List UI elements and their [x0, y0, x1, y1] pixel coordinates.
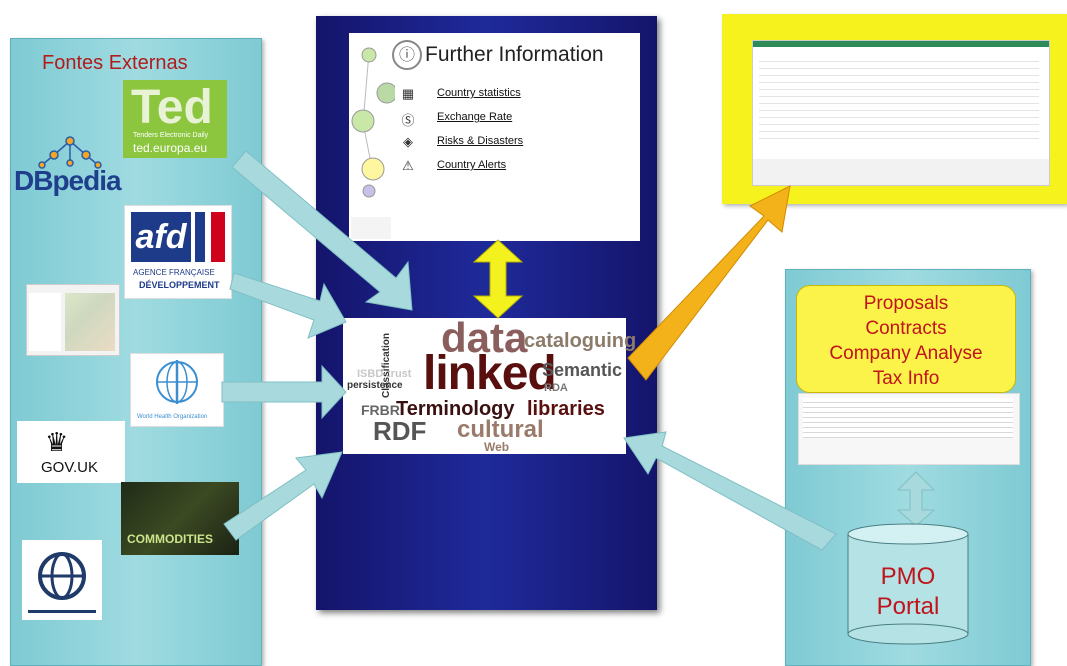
world-bank-logo [22, 540, 102, 620]
country-alerts-link[interactable]: Country Alerts [437, 159, 507, 171]
afd-logo: afd AGENCE FRANÇAISE DÉVELOPPEMENT [124, 205, 232, 299]
pmo-line: PMO [880, 563, 936, 590]
ted-logo-url: ted.europa.eu [133, 141, 208, 155]
country-statistics-icon: ▦ [401, 86, 415, 101]
word-persistence: persistence [347, 380, 403, 391]
proposals-line: Proposals [863, 293, 949, 314]
portal-footer [753, 159, 1049, 185]
contracts-line: Contracts [865, 318, 947, 339]
proposals-box: Proposals Contracts Company Analyse Tax … [796, 285, 1016, 393]
commodities-image: COMMODITIES [121, 482, 239, 555]
output-arrow [627, 185, 791, 381]
word-rda: RDA [544, 382, 568, 394]
ted-arrow [231, 150, 413, 311]
ted-logo-subtitle: Tenders Electronic Daily [133, 132, 209, 139]
proposals-table-screenshot [798, 393, 1020, 465]
word-frbr: FRBR [361, 402, 400, 418]
word-trust: trust [387, 368, 412, 380]
further-information-box [349, 33, 640, 241]
dbpedia-logo-text: DBpedia [14, 165, 122, 196]
map-thumbnail-sidebar [29, 293, 61, 351]
word-web: Web [484, 440, 510, 454]
panel-title: Fontes Externas [42, 52, 188, 74]
pmo-arrow [623, 431, 837, 551]
gov-uk-logo: ♛ GOV.UK [17, 421, 125, 483]
portal-header-bar [753, 41, 1049, 47]
crown-icon: ♛ [45, 427, 69, 457]
word-data: data [441, 314, 528, 361]
table-rows [803, 398, 1013, 438]
afd-logo-flag [195, 212, 209, 262]
afd-logo-mark: afd [131, 212, 191, 262]
afd-logo-name-line1: AGENCE FRANÇAISE [133, 268, 215, 277]
map-thumbnail-map [65, 293, 115, 351]
double-arrow-vertical [472, 239, 524, 319]
who-arrow [221, 364, 347, 420]
who-logo-text: World Health Organization [137, 414, 208, 420]
who-emblem-icon [156, 360, 198, 404]
pmo-portal-label: PMO Portal [848, 562, 968, 622]
exchange-rate-icon: Ⓢ [401, 113, 415, 128]
word-terminology: Terminology [396, 398, 515, 420]
portal-screenshot [752, 40, 1050, 186]
world-bank-globe-icon [28, 552, 96, 613]
exchange-rate-link[interactable]: Exchange Rate [437, 111, 513, 123]
word-semantic: Semantic [542, 360, 623, 380]
ted-logo: Ted Tenders Electronic Daily ted.europa.… [123, 80, 227, 158]
word-linked: linked [423, 347, 557, 400]
word-cataloguing: cataloguing [524, 330, 637, 352]
tax-info-line: Tax Info [872, 368, 940, 389]
dbpedia-graph-icon [38, 136, 102, 169]
pmo-double-arrow [896, 471, 936, 527]
afd-logo-red [211, 212, 225, 262]
graph-thumbnail [351, 47, 395, 239]
afd-logo-name-line2: DÉVELOPPEMENT [139, 280, 220, 290]
afd-arrow [229, 272, 347, 339]
who-logo: World Health Organization [130, 353, 224, 427]
further-information-title: Further Information [425, 43, 604, 66]
gov-uk-logo-text: GOV.UK [41, 459, 98, 476]
risks-icon: ◈ [403, 134, 413, 149]
word-cultural: cultural [457, 416, 544, 443]
country-statistics-link[interactable]: Country statistics [437, 87, 521, 99]
pmo-portal-cylinder [847, 523, 969, 645]
commodities-arrow [223, 451, 343, 541]
dbpedia-logo: DBpedia [14, 135, 126, 197]
word-rdf: RDF [373, 416, 427, 446]
portal-line: Portal [876, 593, 940, 620]
commodities-label: COMMODITIES [127, 532, 213, 546]
word-libraries: libraries [527, 398, 605, 420]
portal-text-lines [759, 55, 1039, 145]
risks-disasters-link[interactable]: Risks & Disasters [437, 135, 524, 147]
ted-logo-name: Ted [131, 81, 213, 134]
info-icon: ⓘ [392, 40, 422, 70]
word-isbd: ISBD [357, 368, 384, 380]
company-analyse-line: Company Analyse [829, 343, 983, 364]
map-screenshot-thumbnail [26, 284, 120, 356]
word-cloud: data cataloguing linked Semantic persist… [343, 314, 636, 454]
alert-icon: ⚠ [402, 158, 414, 173]
